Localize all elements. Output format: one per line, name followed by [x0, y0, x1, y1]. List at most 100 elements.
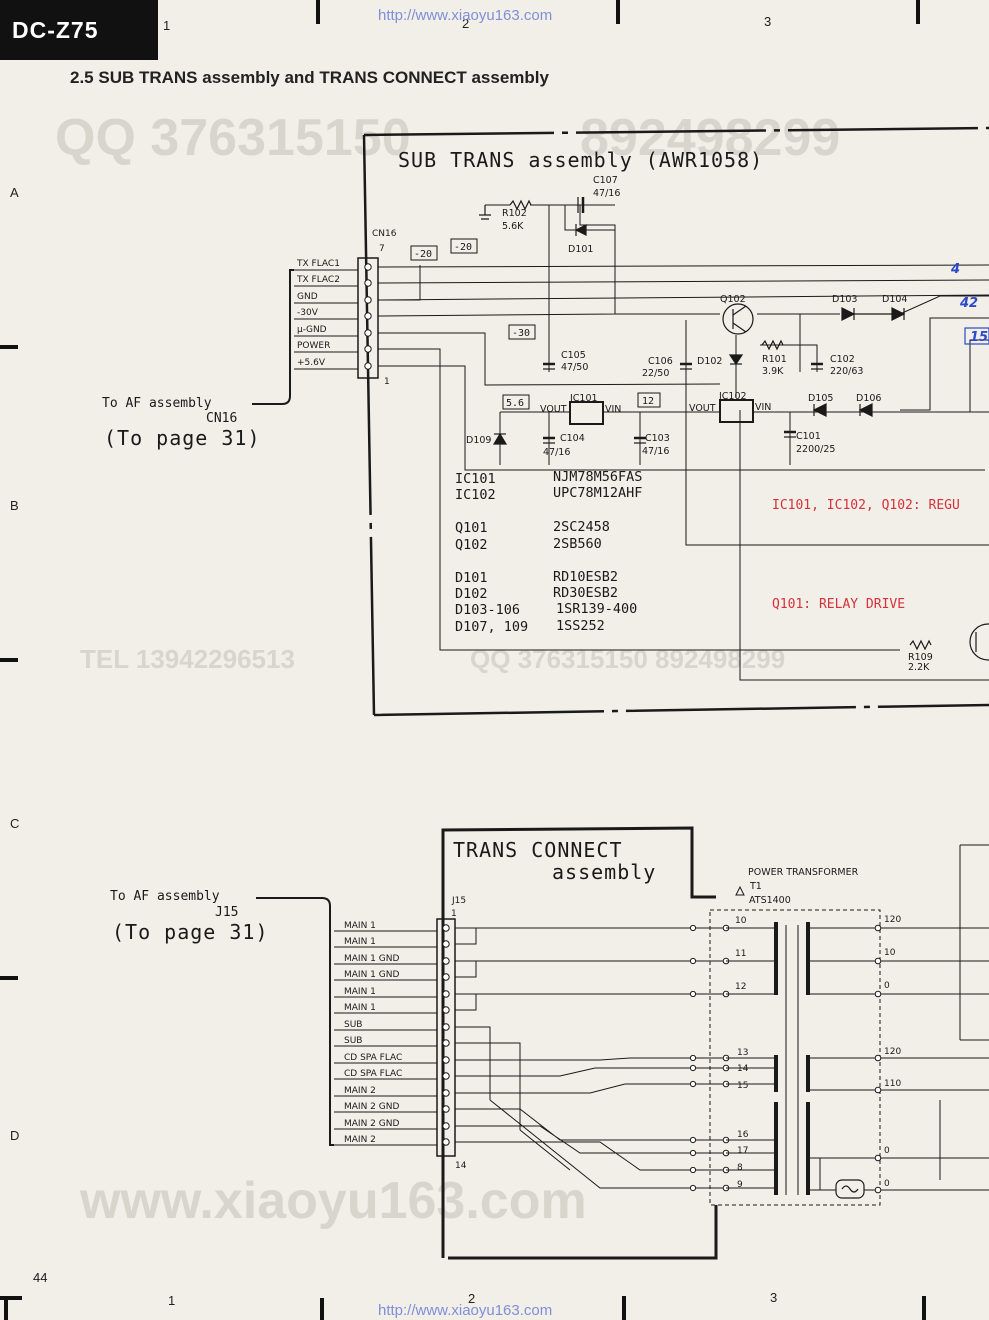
label-c103: C103: [645, 433, 670, 444]
label-ic102-vout: VOUT: [689, 403, 716, 414]
watermark-url-bottom: http://www.xiaoyu163.com: [378, 1302, 553, 1319]
cn16-label: CN16: [372, 229, 397, 239]
value-c104: 47/16: [543, 447, 570, 458]
label-c104: C104: [560, 433, 585, 444]
label-ic101-vout: VOUT: [540, 404, 567, 415]
cn16-pin-tx-flac1: TX FLAC1: [296, 259, 340, 269]
watermark-url-top: http://www.xiaoyu163.com: [378, 7, 553, 24]
label-d101: D101: [568, 244, 593, 255]
value-c106: 22/50: [642, 368, 669, 379]
note-relay-drive: Q101: RELAY DRIVE: [772, 597, 905, 612]
j15-pin-10: CD SPA FLAC: [344, 1069, 402, 1079]
parts-ref-d102: D102: [455, 586, 488, 602]
sub-trans-component-labels: R102 5.6K C107 47/16 D101 Q102 D103 D104…: [466, 175, 933, 673]
trans-connect-frame: [441, 826, 718, 1260]
sub-trans-to-label: To AF assembly: [102, 396, 212, 411]
handwritten-42: 42: [959, 296, 978, 311]
transformer-ref: T1: [749, 881, 762, 892]
label-ic102-vin: VIN: [755, 402, 771, 413]
label-ic101-vin: VIN: [605, 404, 621, 415]
value-c105: 47/50: [561, 362, 588, 373]
grid-labels: 1 2 3 1 2 3 A B C D: [10, 14, 777, 1308]
grid-row-b: B: [10, 498, 19, 513]
trans-connect-title-line1: TRANS CONNECT: [453, 838, 623, 862]
j15-harness: [256, 897, 437, 1146]
label-q102: Q102: [720, 294, 746, 305]
safety-triangle-icon: [735, 885, 745, 896]
parts-value-q101: 2SC2458: [553, 519, 610, 535]
note-regulator: IC101, IC102, Q102: REGU: [772, 498, 960, 513]
grid-column-3-bottom: 3: [770, 1290, 777, 1305]
secondary-tap-120-a: 120: [884, 915, 901, 925]
j15-pin-6: MAIN 1: [344, 1003, 376, 1013]
grid-column-1-bottom: 1: [168, 1293, 175, 1308]
parts-value-d102: RD30ESB2: [553, 585, 618, 601]
secondary-tap-120-b: 120: [884, 1047, 901, 1057]
watermark-number-top: 892498299: [580, 109, 840, 167]
label-d104: D104: [882, 294, 907, 305]
parts-ref-ic102: IC102: [455, 487, 496, 503]
secondary-tap-0-c: 0: [884, 1179, 890, 1189]
label-c102: C102: [830, 354, 855, 365]
sub-trans-to-connector: CN16: [206, 411, 237, 426]
transformer-windings: [726, 844, 989, 1195]
parts-list: IC101 NJM78M56FAS IC102 UPC78M12AHF Q101…: [455, 469, 642, 635]
watermark-site: www.xiaoyu163.com: [79, 1172, 587, 1230]
watermark-tel: TEL 13942296513: [80, 644, 295, 674]
grid-column-3: 3: [764, 14, 771, 29]
secondary-tap-0-a: 0: [884, 981, 890, 991]
j15-pin-7: SUB: [344, 1020, 362, 1030]
j15-pin-13: MAIN 2 GND: [344, 1119, 399, 1129]
cn16-pin-tx-flac2: TX FLAC2: [296, 275, 340, 285]
label-r109: R109: [908, 652, 933, 663]
value-c102: 220/63: [830, 366, 863, 377]
transformer-label: POWER TRANSFORMER: [748, 867, 859, 878]
cn16-pin-top: 7: [379, 244, 385, 254]
j15-pin-2: MAIN 1: [344, 937, 376, 947]
value-c103: 47/16: [642, 446, 669, 457]
parts-value-d103-106: 1SR139-400: [556, 601, 637, 617]
value-c107: 47/16: [593, 188, 620, 199]
handwritten-box: [964, 327, 989, 345]
trans-connect-to-connector: J15: [215, 905, 238, 920]
grid-column-2: 2: [462, 16, 469, 31]
value-r101: 3.9K: [762, 366, 784, 377]
label-ic101: IC101: [570, 393, 598, 404]
j15-connector: [436, 918, 456, 1157]
j15-pin-5: MAIN 1: [344, 987, 376, 997]
parts-value-d107-109: 1SS252: [556, 618, 605, 634]
secondary-tap-10: 10: [884, 948, 896, 958]
j15-label: J15: [451, 896, 466, 906]
j15-pin-bottom: 14: [455, 1161, 467, 1171]
cn16-pin-mu-gnd: μ-GND: [297, 325, 327, 335]
label-d109: D109: [466, 435, 491, 446]
cn16-pin-5v6: +5.6V: [297, 358, 326, 368]
cn16-pin-bottom: 1: [384, 377, 390, 387]
cn16-connector: [357, 257, 379, 379]
tag-minus20-a: -20: [414, 249, 432, 260]
label-c106: C106: [648, 356, 673, 367]
grid-row-d: D: [10, 1128, 19, 1143]
grid-column-2-bottom: 2: [468, 1291, 475, 1306]
primary-pin-8: 8: [737, 1163, 743, 1173]
secondary-tap-0-b: 0: [884, 1146, 890, 1156]
value-r102: 5.6K: [502, 221, 524, 232]
parts-ref-ic101: IC101: [455, 471, 496, 487]
label-r102: R102: [502, 208, 527, 219]
watermark-qq-top: QQ 376315150: [55, 109, 411, 167]
handwritten-4: 4: [950, 262, 960, 277]
cn16-harness: [252, 269, 358, 405]
page-number: 44: [33, 1270, 48, 1285]
cn16-pin-power: POWER: [297, 341, 330, 351]
value-r109: 2.2K: [908, 662, 930, 673]
primary-pin-15: 15: [737, 1081, 748, 1091]
watermark-qq-mid: QQ 376315150 892498299: [470, 644, 785, 674]
label-ic102: IC102: [719, 391, 747, 402]
primary-pin-14: 14: [737, 1064, 749, 1074]
j15-pin-top: 1: [451, 909, 457, 919]
j15-pin-14: MAIN 2: [344, 1135, 376, 1145]
trans-connect-to-page: (To page 31): [112, 920, 269, 944]
grid-column-1: 1: [163, 18, 170, 33]
primary-pin-10: 10: [735, 916, 747, 926]
